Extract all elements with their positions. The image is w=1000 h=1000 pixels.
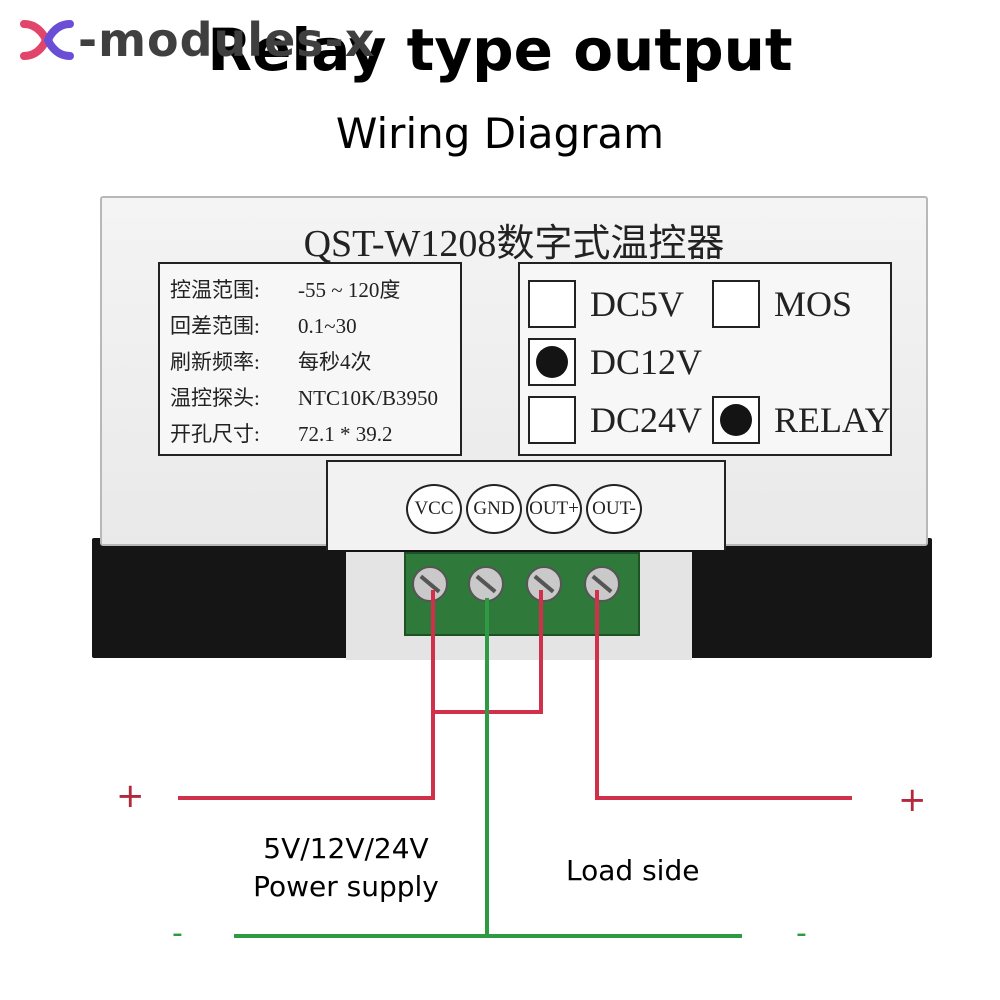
terminal-gnd: GND [466,484,522,534]
load-side-label: Load side [566,854,700,887]
option-label: DC12V [590,342,703,382]
power-supply-label: 5V/12V/24V Power supply [236,830,456,906]
spec-value: 每秒4次 [298,350,372,374]
option-label: DC5V [590,284,685,324]
checkbox [712,280,760,328]
checkbox [528,396,576,444]
spec-row: 控温范围: -55 ~ 120度 [170,274,400,304]
spec-value: -55 ~ 120度 [298,278,401,302]
model-title: QST-W1208数字式温控器 [303,223,725,265]
spec-label: 控温范围: [170,278,260,302]
terminal-out-plus: OUT+ [526,484,582,534]
power-plus-sign: + [116,776,145,816]
terminal-out-minus: OUT- [586,484,642,534]
spec-table: 控温范围: -55 ~ 120度 回差范围: 0.1~30 刷新频率: 每秒4次 温控… [158,262,462,456]
temperature-controller: QST-W1208数字式温控器 控温范围: -55 ~ 120度 回差范围: 0.1… [92,192,932,662]
option-label: MOS [774,284,853,324]
page-title: Relay type output [207,16,793,84]
power-voltage-text: 5V/12V/24V [263,832,429,865]
brand-x-icon [20,20,74,60]
spec-label: 开孔尺寸: [170,422,260,446]
power-supply-text: Power supply [253,870,439,903]
page-subtitle: Wiring Diagram [335,109,665,158]
out-plus-jumper [431,590,543,714]
option-dc5v: DC5V [528,280,684,328]
screw-icon [584,566,620,602]
screw-icon [412,566,448,602]
checkbox [528,280,576,328]
spec-row: 回差范围: 0.1~30 [170,310,357,340]
spec-row: 温控探头: NTC10K/B3950 [170,382,438,412]
checkbox [528,338,576,386]
spec-row: 刷新频率: 每秒4次 [170,346,372,376]
option-dc24v: DC24V [528,396,702,444]
terminal-labels: VCC GND OUT+ OUT- [326,460,726,550]
spec-label: 刷新频率: [170,350,260,374]
spec-label: 温控探头: [170,386,260,410]
option-label: RELAY [774,400,891,440]
spec-value: 0.1~30 [298,314,357,338]
load-minus-sign: - [796,916,807,951]
power-minus-sign: - [172,916,183,951]
option-label: DC24V [590,400,703,440]
spec-row: 开孔尺寸: 72.1 * 39.2 [170,418,393,448]
checkbox [712,396,760,444]
option-mos: MOS [712,280,852,328]
vcc-wire [178,590,435,800]
load-wire [595,590,852,800]
screw-terminal-block [404,552,640,636]
load-plus-sign: + [898,780,927,820]
spec-value: NTC10K/B3950 [298,386,439,410]
screw-icon [526,566,562,602]
brand-logo: -modules-x [18,14,375,66]
device-faceplate: QST-W1208数字式温控器 控温范围: -55 ~ 120度 回差范围: 0.1… [100,196,928,550]
brand-name: -modules-x [78,13,376,67]
output-options: DC5V MOS DC12V DC24V RELAY [518,262,892,456]
terminal-vcc: VCC [406,484,462,534]
option-relay: RELAY [712,396,891,444]
spec-label: 回差范围: [170,314,260,338]
spec-value: 72.1 * 39.2 [298,422,393,446]
option-dc12v: DC12V [528,338,702,386]
